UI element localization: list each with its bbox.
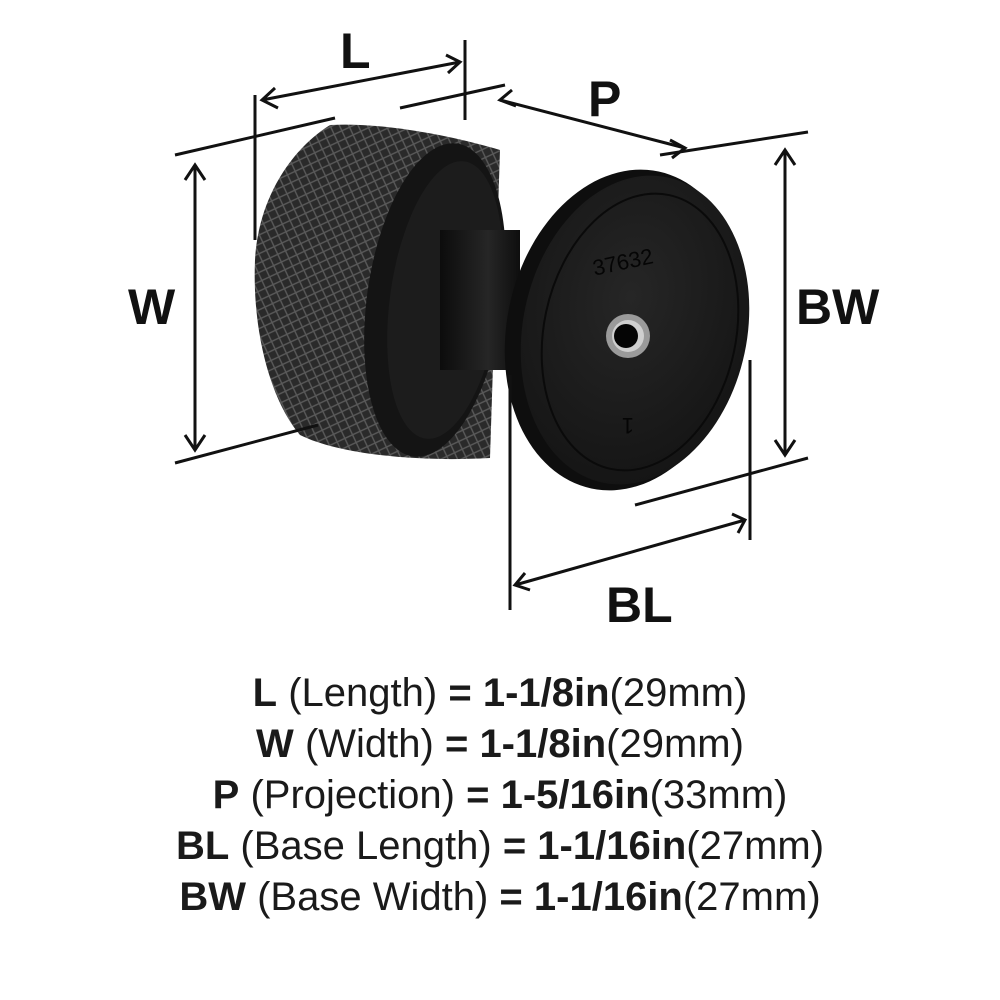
bl-arrow-right-icon [731, 512, 748, 534]
spec-abbr: BW [179, 875, 246, 919]
spec-metric: (33mm) [649, 773, 788, 817]
product-dimension-diagram: 37632 1 [128, 23, 880, 633]
spec-name: (Length) [288, 671, 438, 715]
spec-equals: = [444, 722, 469, 766]
spec-imperial: 1-1/8in [482, 671, 610, 715]
p-arrow-right-icon [669, 138, 688, 160]
bw-arrow-up-icon [773, 147, 797, 166]
knob-illustration: 37632 1 [174, 40, 809, 610]
spec-equals: = [448, 671, 472, 715]
spec-equals: = [466, 773, 490, 817]
spec-abbr: P [212, 773, 240, 817]
spec-imperial: 1-1/16in [537, 824, 687, 868]
spec-abbr: BL [175, 824, 230, 868]
dimension-spec-list: L (Length) = 1-1/8in(29mm) W (Width) = 1… [0, 668, 1000, 923]
spec-row-width: W (Width) = 1-1/8in(29mm) [0, 719, 1000, 770]
base-plate: 37632 1 [504, 169, 750, 491]
spec-equals: = [499, 875, 523, 919]
spec-metric: (27mm) [682, 875, 821, 919]
dimension-lines [174, 40, 809, 610]
spec-abbr: W [256, 722, 294, 766]
bl-arrow-left-icon [512, 572, 531, 592]
l-arrow-left-icon [259, 86, 279, 110]
label-p: P [588, 71, 622, 127]
p-arrow-left-icon [497, 88, 517, 108]
l-dimension-line [261, 60, 461, 102]
spec-imperial: 1-1/8in [479, 722, 607, 766]
spec-metric: (27mm) [686, 824, 825, 868]
bw-arrow-down-icon [773, 439, 797, 458]
label-bw: BW [796, 279, 880, 335]
spec-name: (Projection) [250, 773, 455, 817]
label-bl: BL [606, 577, 673, 633]
l-arrow-right-icon [445, 53, 463, 75]
spec-imperial: 1-5/16in [500, 773, 650, 817]
spec-metric: (29mm) [609, 671, 748, 715]
spec-abbr: L [252, 671, 278, 715]
spec-row-projection: P (Projection) = 1-5/16in(33mm) [0, 770, 1000, 821]
spec-name: (Width) [304, 722, 434, 766]
w-arrow-up-icon [183, 162, 207, 181]
label-l: L [340, 23, 371, 79]
bl-dimension-line [514, 518, 746, 587]
p-dimension-line [499, 98, 686, 150]
spec-equals: = [502, 824, 527, 868]
label-w: W [128, 279, 176, 335]
spec-name: (Base Width) [257, 875, 489, 919]
w-arrow-down-icon [183, 434, 207, 453]
spec-row-length: L (Length) = 1-1/8in(29mm) [0, 668, 1000, 719]
spec-name: (Base Length) [240, 824, 492, 868]
base-mark-engraving: 1 [622, 413, 634, 438]
spec-imperial: 1-1/16in [533, 875, 683, 919]
spec-row-base-width: BW (Base Width) = 1-1/16in(27mm) [0, 872, 1000, 923]
spec-row-base-length: BL (Base Length) = 1-1/16in(27mm) [0, 821, 1000, 872]
spec-metric: (29mm) [606, 722, 744, 766]
